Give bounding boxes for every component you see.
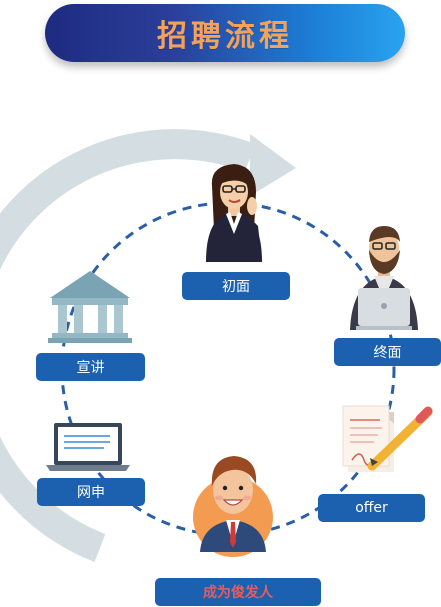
- step-chumian-label: 初面: [222, 279, 250, 295]
- cycle-arrow: [0, 129, 256, 562]
- step-zhongmian: 终面: [334, 338, 441, 366]
- bank-building-icon: [48, 271, 132, 343]
- step-offer-label: offer: [355, 500, 388, 516]
- title-banner: 招聘流程: [45, 4, 405, 62]
- laptop-icon: [46, 423, 130, 471]
- bearded-man-laptop-icon: [350, 226, 418, 330]
- step-offer: offer: [318, 494, 425, 522]
- smiling-man-icon: [193, 456, 273, 557]
- step-zhongmian-label: 终面: [373, 345, 402, 361]
- cycle-arrow-head: [250, 134, 296, 196]
- contract-pen-icon: [342, 405, 433, 472]
- page-title: 招聘流程: [157, 19, 293, 54]
- step-final-label: 成为俊发人: [203, 585, 273, 601]
- step-xuanjiang: 宣讲: [36, 353, 145, 381]
- step-wangshen-label: 网申: [77, 485, 105, 501]
- businesswoman-phone-icon: [206, 164, 262, 262]
- step-xuanjiang-label: 宣讲: [76, 360, 105, 376]
- step-final: 成为俊发人: [155, 578, 321, 606]
- step-chumian: 初面: [182, 272, 290, 300]
- step-wangshen: 网申: [37, 478, 145, 506]
